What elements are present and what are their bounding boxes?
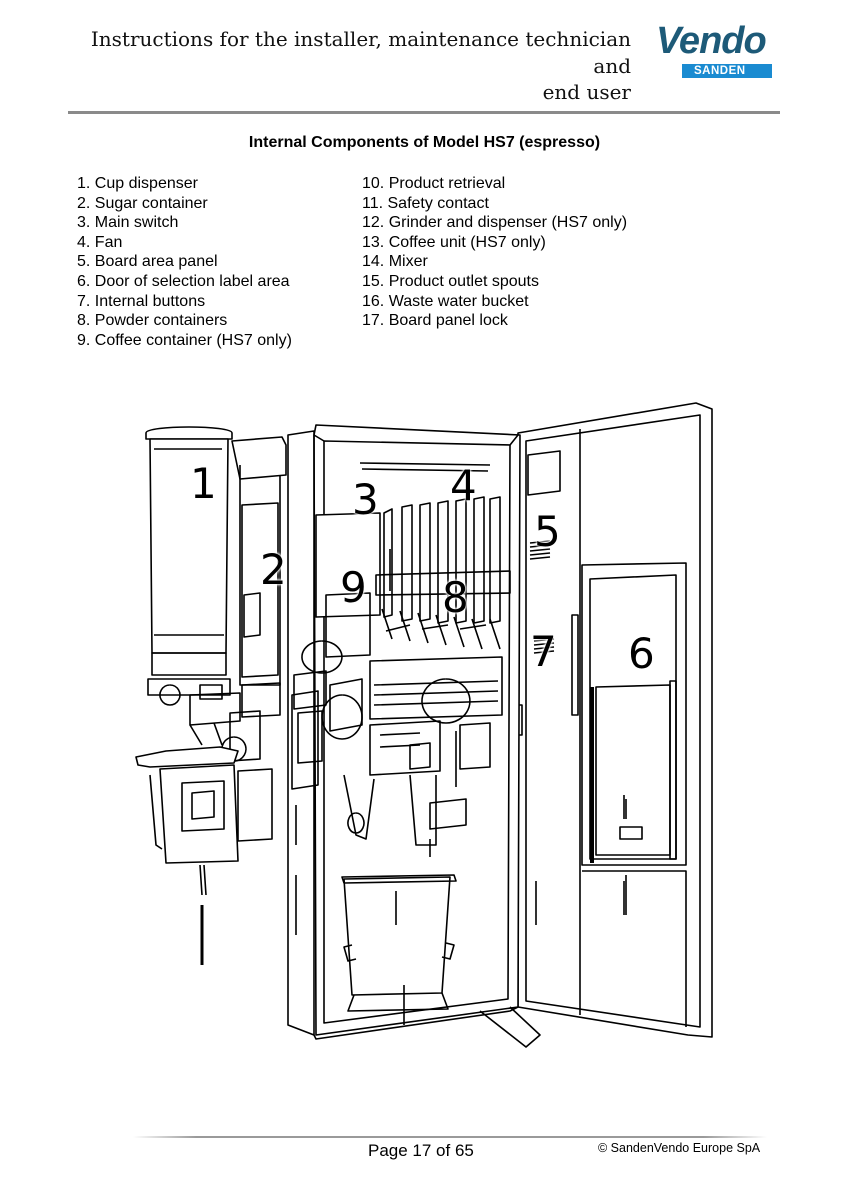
logo-sub: SANDEN <box>694 65 746 77</box>
document-header: Instructions for the installer, maintena… <box>91 26 631 106</box>
list-item: 16. Waste water bucket <box>362 292 529 310</box>
footer-rule <box>133 1136 767 1138</box>
page-title: Internal Components of Model HS7 (espres… <box>248 134 601 151</box>
list-item: 4. Fan <box>77 233 123 251</box>
header-rule <box>68 111 780 114</box>
callout-9: 9 <box>340 563 367 612</box>
list-item: 5. Board area panel <box>77 253 218 271</box>
list-item: 1. Cup dispenser <box>77 175 198 192</box>
list-item: 13. Coffee unit (HS7 only) <box>362 233 546 251</box>
list-item: 17. Board panel lock <box>362 312 508 330</box>
machine-diagram: 1 2 3 4 5 6 7 8 9 <box>130 395 722 1065</box>
callout-3: 3 <box>352 475 379 524</box>
list-item: 12. Grinder and dispenser (HS7 only) <box>362 214 628 232</box>
header-line-2: and <box>593 53 631 78</box>
logo-word: Vendo <box>656 20 767 62</box>
component-list-left: 1. Cup dispenser 2. Sugar container 3. M… <box>77 174 292 350</box>
callout-7: 7 <box>530 627 557 676</box>
callout-4: 4 <box>450 461 477 510</box>
machine-line-drawing <box>135 402 713 1048</box>
component-list-right: 10. Product retrieval 11. Safety contact… <box>362 174 627 331</box>
logo-bar <box>682 64 772 78</box>
list-item: 2. Sugar container <box>77 194 208 212</box>
list-item: 9. Coffee container (HS7 only) <box>77 331 292 349</box>
list-item: 3. Main switch <box>77 214 179 232</box>
callout-2: 2 <box>260 545 287 594</box>
list-item: 6. Door of selection label area <box>77 272 290 290</box>
list-item: 10. Product retrieval <box>362 175 506 192</box>
copyright: © SandenVendo Europe SpA <box>598 1141 761 1155</box>
list-item: 8. Powder containers <box>77 312 228 330</box>
list-item: 7. Internal buttons <box>77 292 206 310</box>
page-number: Page 17 of 65 <box>368 1141 474 1160</box>
vendo-logo: Vendo SANDEN <box>650 20 774 82</box>
list-item: 14. Mixer <box>362 253 428 271</box>
list-item: 15. Product outlet spouts <box>362 272 539 290</box>
callout-1: 1 <box>190 459 217 508</box>
callout-8: 8 <box>442 573 469 622</box>
list-item: 11. Safety contact <box>362 194 489 212</box>
callout-6: 6 <box>628 629 655 678</box>
header-line-3: end user <box>542 80 631 104</box>
header-line-1: Instructions for the installer, maintena… <box>90 27 631 51</box>
callout-5: 5 <box>534 507 561 556</box>
